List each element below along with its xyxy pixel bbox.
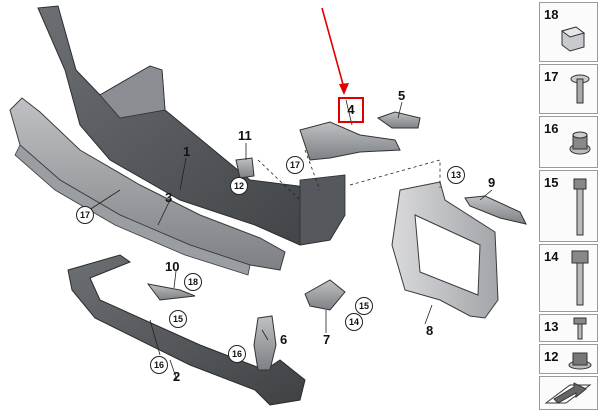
legend-number: 14 xyxy=(544,249,559,264)
part-8-side-frame xyxy=(391,181,499,319)
part-1-carrier xyxy=(37,5,346,246)
circled-callout-14: 14 xyxy=(345,313,363,331)
legend-item-15: 15 xyxy=(539,170,598,242)
circled-callout-16-right: 16 xyxy=(228,345,246,363)
hex-bolt-icon xyxy=(571,250,589,306)
circled-callout-17-upper: 17 xyxy=(286,156,304,174)
push-nut-icon xyxy=(560,26,586,52)
legend-item-17: 17 xyxy=(539,64,598,114)
callout-part-5: 5 xyxy=(398,88,406,103)
callout-part-8: 8 xyxy=(426,323,434,338)
leader-lines xyxy=(85,99,493,381)
legend-item-16: 16 xyxy=(539,116,598,168)
long-bolt-icon xyxy=(573,178,587,236)
short-bolt-icon xyxy=(573,317,587,340)
hex-collar-nut-icon xyxy=(569,131,591,155)
legend-footer xyxy=(539,376,598,410)
part-2-lower-beam xyxy=(67,254,306,406)
part-4-holder xyxy=(299,121,401,161)
callout-part-2: 2 xyxy=(173,369,181,384)
legend-number: 17 xyxy=(544,69,559,84)
dashed-assembly-lines xyxy=(257,149,441,201)
callout-part-9: 9 xyxy=(488,175,496,190)
circled-callout-16-left: 16 xyxy=(150,356,168,374)
callout-part-3: 3 xyxy=(165,190,173,205)
circled-callout-12: 12 xyxy=(230,177,248,195)
flange-nut-icon xyxy=(568,352,592,370)
legend-item-18: 18 xyxy=(539,2,598,62)
circled-callout-15-left: 15 xyxy=(169,310,187,328)
legend-number: 12 xyxy=(544,349,559,364)
part-10-bracket xyxy=(146,283,196,301)
highlight-arrow xyxy=(321,7,349,95)
callout-part-6: 6 xyxy=(280,332,288,347)
callout-part-10: 10 xyxy=(165,259,180,274)
exploded-view-drawing xyxy=(9,5,527,406)
circled-callout-17-left: 17 xyxy=(76,206,94,224)
part-5-bracket xyxy=(376,111,421,129)
legend-number: 15 xyxy=(544,175,559,190)
part-11-clip xyxy=(235,157,255,179)
callout-part-7: 7 xyxy=(323,332,331,347)
legend-item-14: 14 xyxy=(539,244,598,312)
legend-number: 18 xyxy=(544,7,559,22)
callout-part-11: 11 xyxy=(238,128,252,143)
circled-callout-15-right: 15 xyxy=(355,297,373,315)
part-7-bracket xyxy=(304,279,346,311)
callout-part-4-highlighted: 4 xyxy=(338,97,364,123)
legend-number: 16 xyxy=(544,121,559,136)
car-direction-arrow-icon xyxy=(544,382,592,404)
circled-callout-18: 18 xyxy=(184,273,202,291)
part-6-bracket xyxy=(253,315,277,371)
circled-callout-13: 13 xyxy=(447,166,465,184)
fastener-legend: 18 17 16 15 xyxy=(539,0,600,412)
legend-number: 13 xyxy=(544,319,559,334)
legend-item-13: 13 xyxy=(539,314,598,342)
legend-item-12: 12 xyxy=(539,344,598,374)
expanding-rivet-icon xyxy=(570,74,590,104)
callout-part-1: 1 xyxy=(183,144,191,159)
